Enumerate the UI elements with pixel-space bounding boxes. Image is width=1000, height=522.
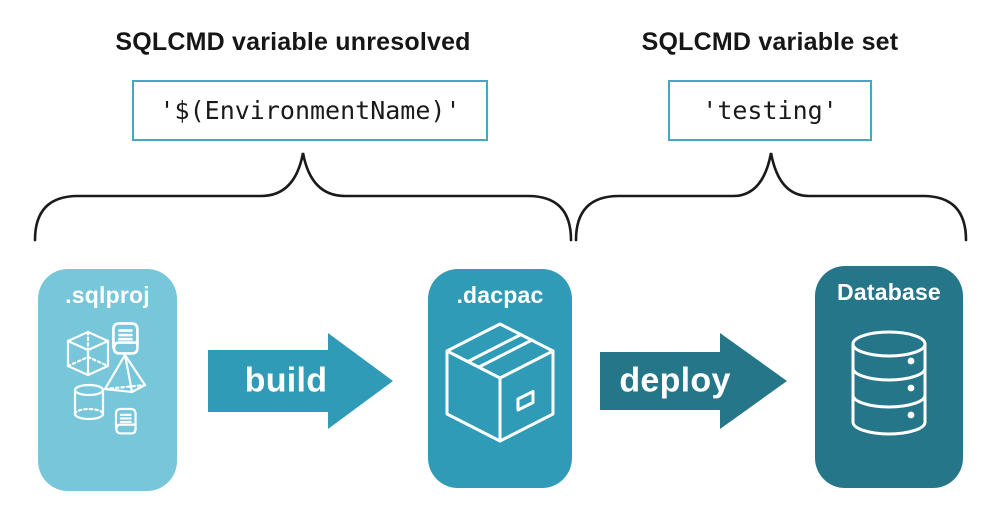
node-sqlproj: .sqlproj	[38, 269, 177, 491]
build-arrow-shape	[208, 333, 393, 429]
build-arrow-label: build	[244, 361, 328, 400]
database-cylinder-icon	[851, 330, 927, 436]
deploy-arrow: deploy	[597, 331, 791, 431]
package-box-icon	[445, 322, 555, 443]
sql-objects-icon	[66, 322, 147, 435]
code-text-testing: 'testing'	[702, 96, 838, 125]
deploy-arrow-shape	[600, 333, 787, 429]
left-brace-icon	[33, 152, 573, 242]
node-database: Database	[815, 266, 963, 488]
heading-sqlcmd-set: SQLCMD variable set	[641, 28, 899, 56]
heading-sqlcmd-unresolved: SQLCMD variable unresolved	[115, 28, 471, 56]
node-sqlproj-label: .sqlproj	[65, 282, 150, 308]
build-arrow: build	[205, 331, 397, 431]
code-box-testing: 'testing'	[668, 80, 872, 141]
node-dacpac: .dacpac	[428, 269, 572, 488]
node-dacpac-label: .dacpac	[456, 282, 544, 308]
code-box-environment-name: '$(EnvironmentName)'	[132, 80, 488, 141]
deploy-arrow-label: deploy	[619, 361, 731, 400]
node-database-label: Database	[837, 279, 941, 305]
code-text-environment-name: '$(EnvironmentName)'	[159, 96, 461, 125]
right-brace-icon	[574, 152, 968, 242]
